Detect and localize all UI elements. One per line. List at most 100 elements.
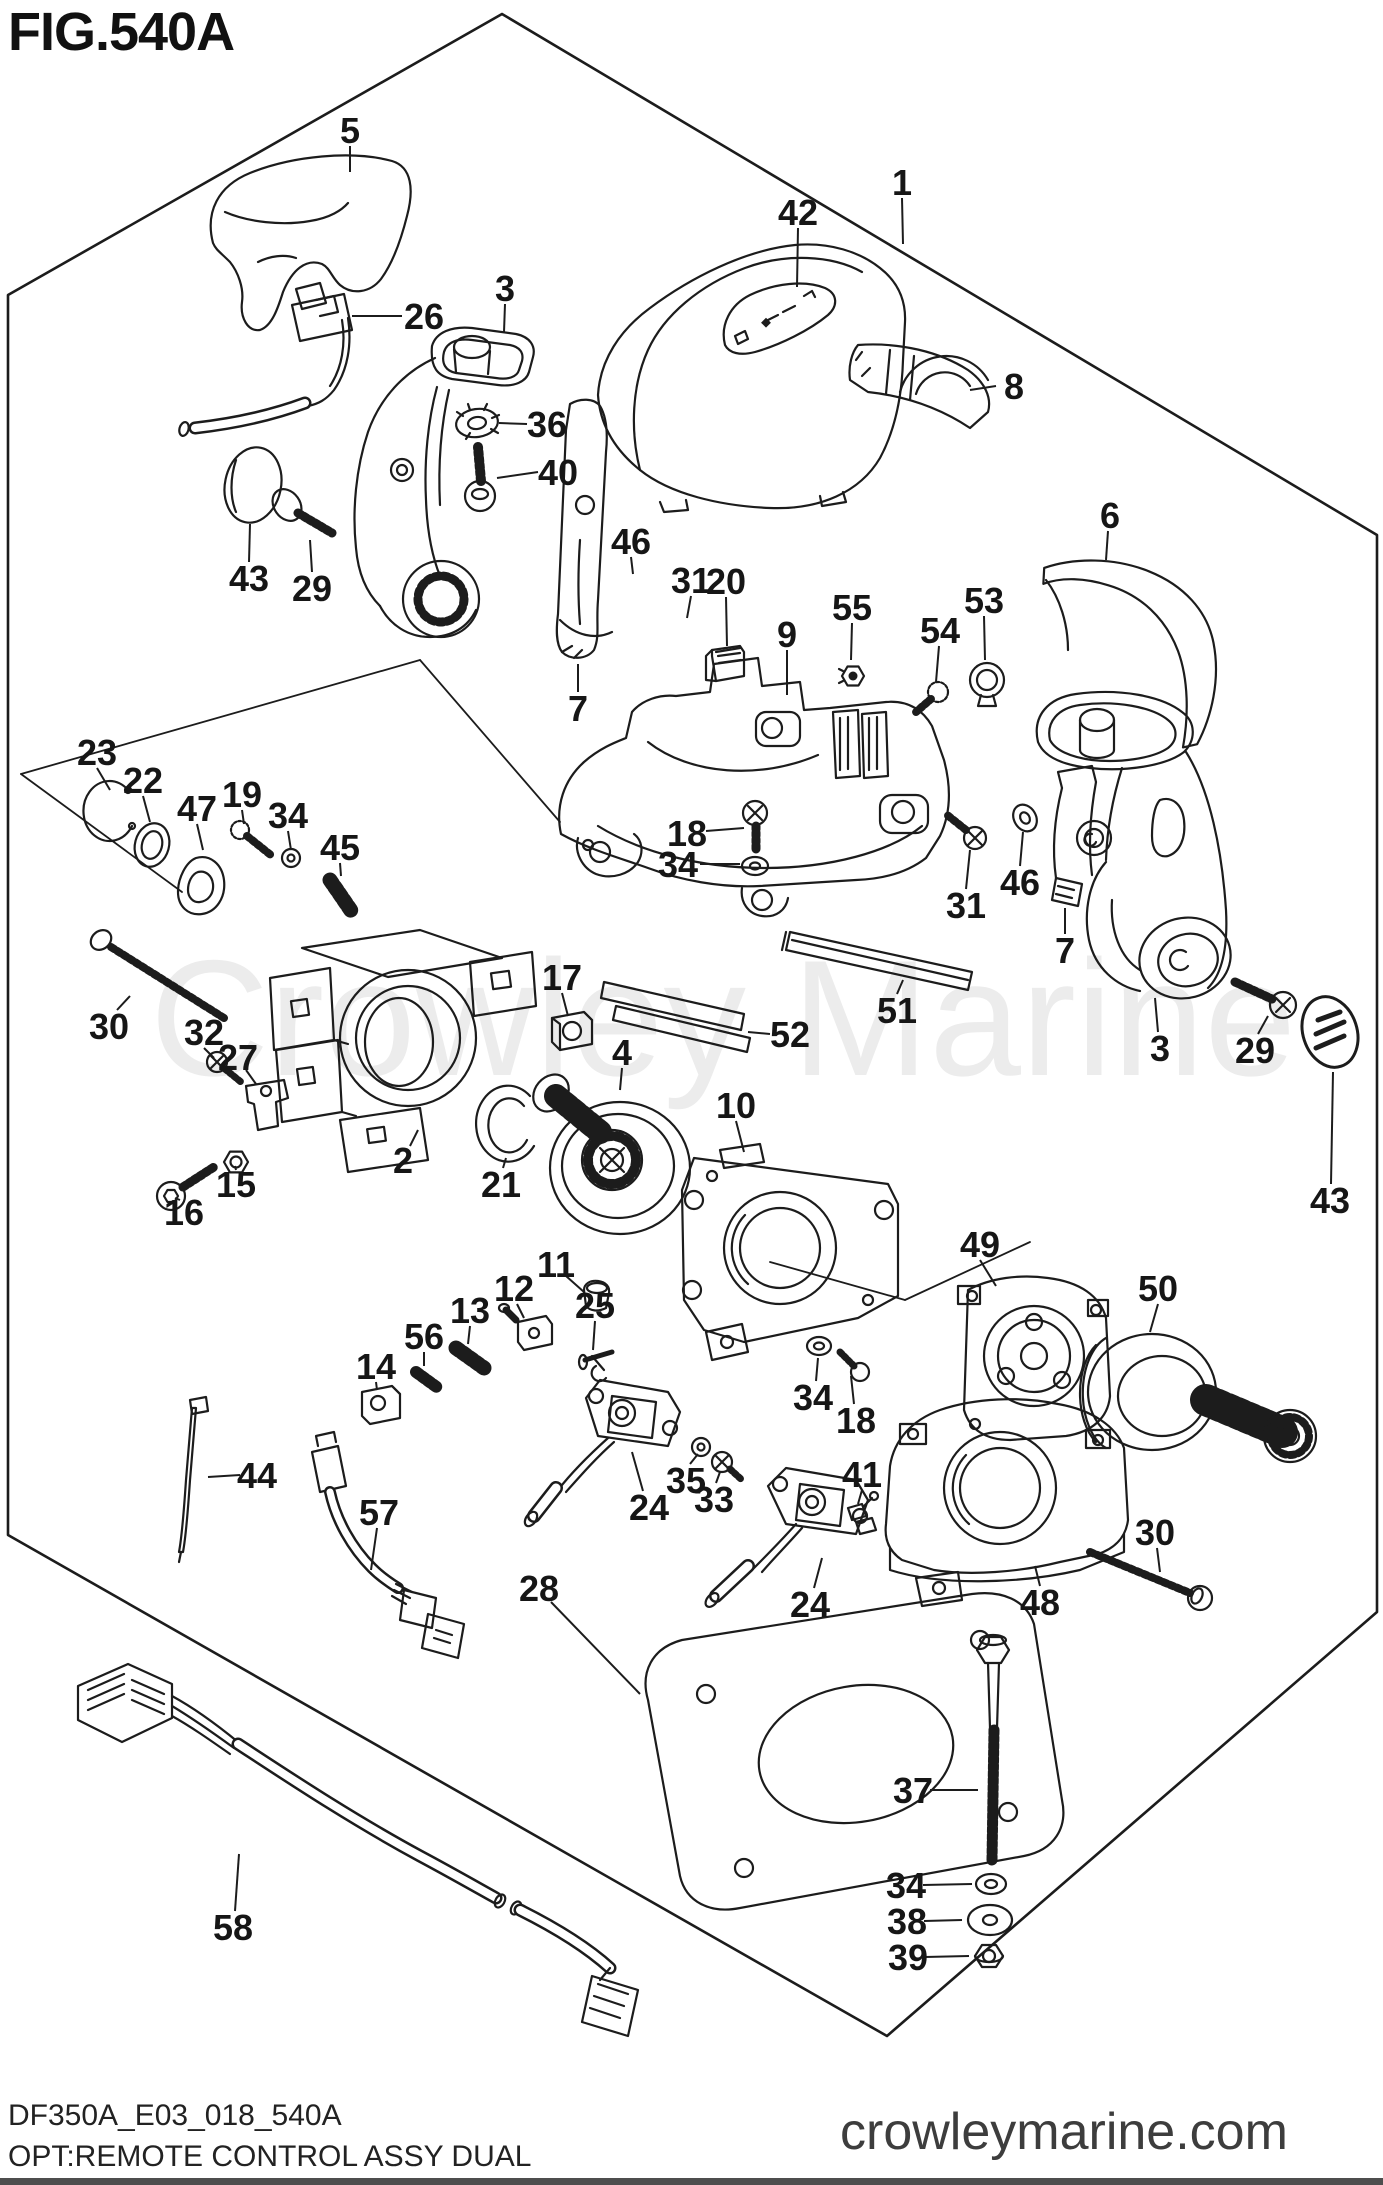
site-watermark: crowleymarine.com [840, 2103, 1288, 2161]
part-label-7: 7 [1055, 930, 1075, 971]
leader-line-39 [924, 1955, 970, 1958]
part-label-47: 47 [177, 788, 217, 829]
part-2-throttle-housing [268, 928, 538, 1174]
part-10-shift-housing [680, 1142, 900, 1362]
part-40-screw [463, 442, 497, 513]
part-label-23: 23 [77, 732, 117, 773]
part-label-7: 7 [568, 688, 588, 729]
part-label-17: 17 [542, 957, 582, 998]
part-22-washer [133, 822, 171, 868]
leader-line-38 [923, 1919, 963, 1922]
part-12-detent-block [497, 1302, 554, 1352]
part-34-washer-left [280, 847, 302, 869]
part-label-42: 42 [778, 192, 818, 233]
alignment-lines [20, 659, 1031, 1301]
leader-line-57 [370, 1527, 378, 1571]
part-50-clutch-gear [1078, 1332, 1318, 1464]
part-label-34: 34 [793, 1377, 833, 1418]
leader-line-3 [503, 303, 506, 333]
part-label-6: 6 [1100, 495, 1120, 536]
leader-line-51 [896, 979, 904, 995]
part-label-51: 51 [877, 990, 917, 1031]
part-label-25: 25 [575, 1285, 615, 1326]
leader-line-30 [116, 995, 131, 1011]
leader-line-3 [1154, 997, 1159, 1033]
diagram-artwork [6, 12, 1379, 2038]
leader-line-18 [705, 827, 745, 832]
leader-line-17 [561, 992, 569, 1017]
part-label-28: 28 [519, 1568, 559, 1609]
leader-line-53 [983, 615, 986, 661]
part-30-long-screw-left [89, 929, 228, 1022]
leader-line-27 [245, 1069, 257, 1085]
part-label-45: 45 [320, 827, 360, 868]
leader-line-50 [1149, 1303, 1159, 1333]
part-label-53: 53 [964, 580, 1004, 621]
part-label-36: 36 [527, 404, 567, 445]
part-24-switch-a [523, 1378, 682, 1528]
leader-line-55 [850, 622, 853, 661]
leader-line-29 [309, 539, 313, 573]
part-17-block [550, 1010, 594, 1052]
part-label-50: 50 [1138, 1268, 1178, 1309]
leader-line-40 [496, 471, 539, 479]
part-label-13: 13 [450, 1290, 490, 1331]
leader-line-18 [850, 1375, 855, 1405]
leader-line-32 [203, 1047, 215, 1059]
drawing-code: DF350A_E03_018_540A [8, 2099, 342, 2132]
leader-line-36 [498, 422, 528, 425]
leader-line-54 [935, 645, 940, 683]
leader-line-46 [630, 556, 634, 575]
leader-line-24 [631, 1451, 644, 1492]
part-4-gear [532, 1073, 692, 1236]
part-label-12: 12 [494, 1268, 534, 1309]
part-label-31: 31 [671, 560, 711, 601]
part-label-11: 11 [537, 1244, 575, 1285]
leader-line-20 [725, 596, 728, 647]
part-label-35: 35 [666, 1460, 706, 1501]
leader-line-28 [550, 1601, 641, 1695]
part-58-main-harness [76, 1662, 640, 2038]
part-53-grommet [968, 661, 1006, 708]
part-44-cable-tie [177, 1395, 210, 1564]
part-label-29: 29 [1235, 1030, 1275, 1071]
part-3-control-lever-right [1035, 690, 1232, 1000]
part-label-32: 32 [184, 1012, 224, 1053]
part-9-lower-housing [558, 656, 951, 918]
part-23-snap-ring [82, 779, 137, 843]
part-label-33: 33 [694, 1479, 734, 1520]
part-28-mount-plate [644, 1592, 1065, 1911]
exploded-view-axis-line [904, 1241, 1031, 1301]
part-11-cap [582, 1279, 611, 1312]
exploded-view-axis-line [419, 659, 561, 823]
part-43-suzuki-emblem [1300, 995, 1360, 1069]
leader-line-44 [207, 1474, 241, 1478]
part-39-nut [973, 1943, 1005, 1969]
part-55-nut [837, 665, 866, 687]
leader-line-34 [815, 1357, 819, 1382]
leader-line-13 [467, 1325, 471, 1345]
part-52-strips [599, 980, 752, 1054]
part-5-handle-grip [209, 154, 412, 332]
part-6-handle-grip-right [1042, 559, 1218, 749]
leader-line-43 [1330, 1071, 1334, 1185]
leader-line-31 [965, 849, 971, 890]
part-label-18: 18 [836, 1400, 876, 1441]
part-label-27: 27 [218, 1037, 258, 1078]
part-label-15: 15 [216, 1164, 256, 1205]
part-label-41: 41 [842, 1454, 882, 1495]
part-label-34: 34 [886, 1865, 926, 1906]
part-29-screw-right [1230, 977, 1298, 1020]
leader-line-16 [174, 1197, 181, 1201]
leader-line-22 [142, 795, 151, 823]
part-18-screw-mid [836, 1348, 871, 1383]
part-label-56: 56 [404, 1316, 444, 1357]
part-label-43: 43 [1310, 1180, 1350, 1221]
part-34-washer-mid [805, 1335, 833, 1357]
part-7-lever-insert-left [555, 398, 614, 660]
leader-line-58 [234, 1853, 240, 1912]
part-21-bushing [475, 1084, 536, 1163]
part-label-3: 3 [1150, 1028, 1170, 1069]
part-48-shift-housing [884, 1398, 1130, 1608]
part-3-control-lever-left [353, 326, 535, 639]
